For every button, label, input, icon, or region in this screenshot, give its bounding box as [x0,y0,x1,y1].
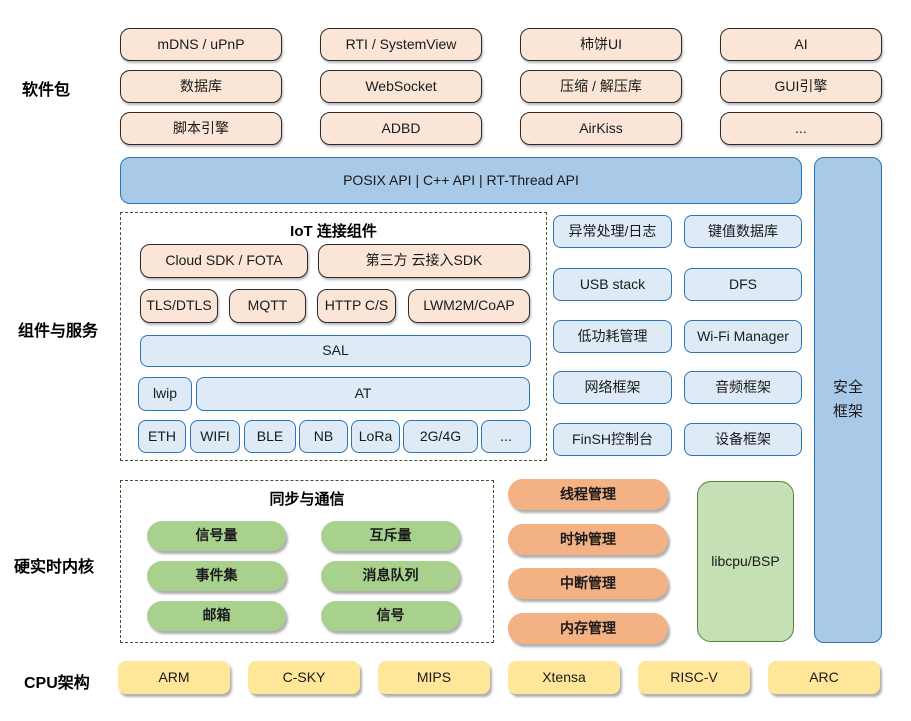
cpu-riscv: RISC-V [638,661,750,694]
pkg-rti-systemview: RTI / SystemView [320,28,482,61]
iot-http-cs: HTTP C/S [317,289,396,323]
security-framework-line1: 安全 [832,379,863,396]
iot-group-box [120,212,547,461]
libcpu-bsp-box: libcpu/BSP [697,481,794,642]
cpu-mips: MIPS [378,661,490,694]
section-label-cpu: CPU架构 [24,675,90,692]
pkg-gui-engine: GUI引擎 [720,70,882,103]
section-label-components: 组件与服务 [18,323,99,340]
iot-third-party-cloud-sdk: 第三方 云接入SDK [318,244,530,278]
svc-usb-stack: USB stack [553,268,672,301]
iot-link-more: ... [481,420,531,453]
svc-audio-framework: 音频框架 [684,371,802,404]
kernel-clock-mgmt: 时钟管理 [508,524,668,555]
iot-link-ble: BLE [244,420,296,453]
sync-event-set: 事件集 [147,561,286,591]
iot-mqtt: MQTT [229,289,306,323]
iot-link-2g4g: 2G/4G [403,420,478,453]
cpu-csky: C-SKY [248,661,360,694]
pkg-airkiss: AirKiss [520,112,682,145]
security-framework-line2: 框架 [832,403,863,420]
svc-exception-log: 异常处理/日志 [553,215,672,248]
iot-link-nb: NB [299,420,348,453]
pkg-mdns-upnp: mDNS / uPnP [120,28,282,61]
svc-network-framework: 网络框架 [553,371,672,404]
sync-group-title: 同步与通信 [269,491,345,508]
cpu-arm: ARM [118,661,230,694]
pkg-ai: AI [720,28,882,61]
kernel-interrupt-mgmt: 中断管理 [508,568,668,599]
sync-semaphore: 信号量 [147,521,286,551]
pkg-persimmon-ui: 柿饼UI [520,28,682,61]
section-label-software: 软件包 [22,82,71,99]
sync-message-queue: 消息队列 [321,561,460,591]
pkg-script-engine: 脚本引擎 [120,112,282,145]
pkg-more: ... [720,112,882,145]
iot-at: AT [196,377,530,411]
iot-cloud-sdk-fota: Cloud SDK / FOTA [140,244,308,278]
iot-lwip: lwip [138,377,192,411]
svc-kv-database: 键值数据库 [684,215,802,248]
api-bar: POSIX API | C++ API | RT-Thread API [120,157,802,204]
cpu-arc: ARC [768,661,880,694]
kernel-memory-mgmt: 内存管理 [508,613,668,644]
iot-sal: SAL [140,335,531,367]
pkg-compression: 压缩 / 解压库 [520,70,682,103]
pkg-websocket: WebSocket [320,70,482,103]
sync-group-box [120,480,494,643]
pkg-database: 数据库 [120,70,282,103]
svc-wifi-manager: Wi-Fi Manager [684,320,802,353]
iot-lwm2m-coap: LWM2M/CoAP [408,289,530,323]
security-framework-bar: 安全 框架 [814,157,882,643]
kernel-thread-mgmt: 线程管理 [508,479,668,510]
section-label-kernel: 硬实时内核 [14,559,95,576]
iot-tls-dtls: TLS/DTLS [140,289,218,323]
cpu-xtensa: Xtensa [508,661,620,694]
sync-mailbox: 邮箱 [147,601,286,631]
svc-device-framework: 设备框架 [684,423,802,456]
pkg-adbd: ADBD [320,112,482,145]
sync-mutex: 互斥量 [321,521,460,551]
iot-group-title: IoT 连接组件 [290,223,377,240]
iot-link-lora: LoRa [351,420,400,453]
sync-signal: 信号 [321,601,460,631]
iot-link-wifi: WIFI [190,420,240,453]
iot-link-eth: ETH [138,420,186,453]
svc-finsh-console: FinSH控制台 [553,423,672,456]
svc-dfs: DFS [684,268,802,301]
svc-low-power: 低功耗管理 [553,320,672,353]
